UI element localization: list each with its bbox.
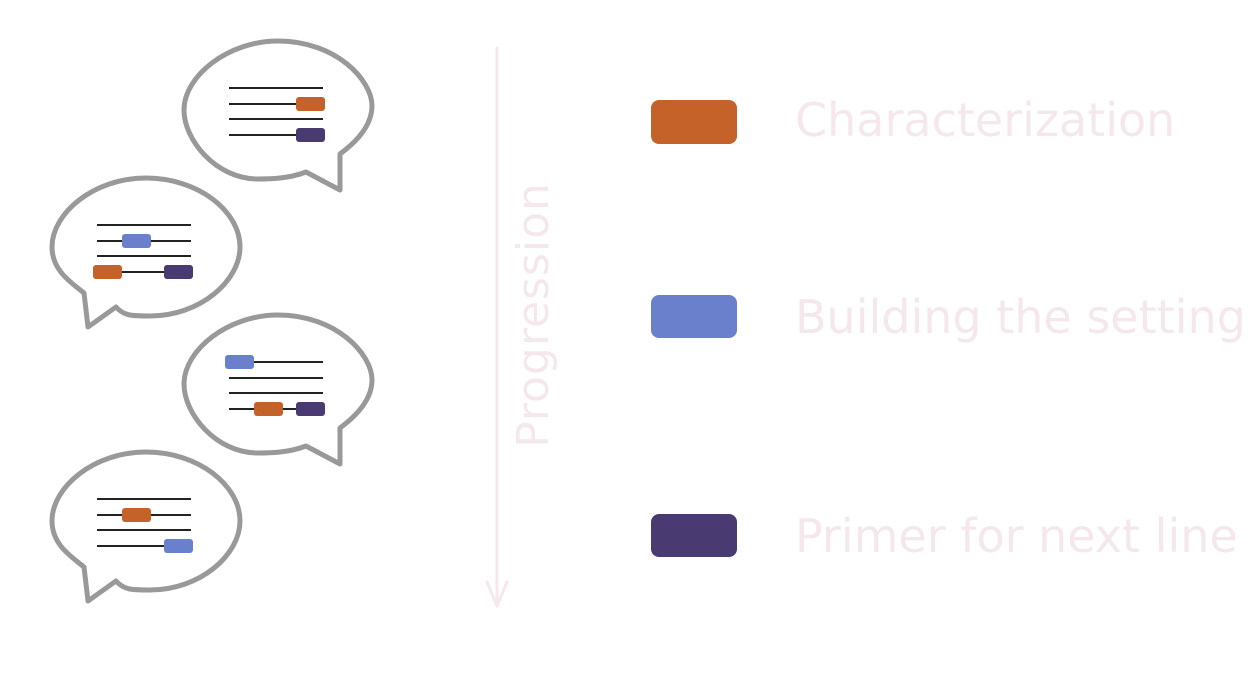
speech-bubble-outline: [49, 449, 243, 604]
tag-primer: [164, 265, 193, 279]
legend-swatch-characterization: [651, 100, 737, 144]
legend-label-primer: Primer for next line: [795, 509, 1238, 563]
speech-bubbles: [49, 38, 375, 604]
speech-bubble-outline: [181, 38, 375, 193]
legend-label-setting: Building the setting: [795, 290, 1246, 344]
tag-characterization: [93, 265, 122, 279]
speech-bubble-outline: [181, 312, 375, 467]
speech-bubble: [181, 312, 375, 467]
tag-setting: [122, 234, 151, 248]
tag-setting: [225, 355, 254, 369]
legend-swatch-primer: [651, 514, 737, 557]
tag-primer: [296, 402, 325, 416]
speech-bubble-outline: [49, 175, 243, 330]
progression-arrow: [485, 46, 509, 608]
tag-primer: [296, 128, 325, 142]
tag-characterization: [122, 508, 151, 522]
tag-setting: [164, 539, 193, 553]
speech-bubble: [49, 175, 243, 330]
tag-characterization: [254, 402, 283, 416]
speech-bubble: [181, 38, 375, 193]
speech-bubble: [49, 449, 243, 604]
progression-arrow-head: [485, 580, 509, 608]
tag-characterization: [296, 97, 325, 111]
progression-label: Progression: [508, 182, 559, 448]
legend-swatch-setting: [651, 295, 737, 338]
legend-label-characterization: Characterization: [795, 93, 1175, 147]
legend: Characterization Building the setting Pr…: [651, 93, 1246, 563]
